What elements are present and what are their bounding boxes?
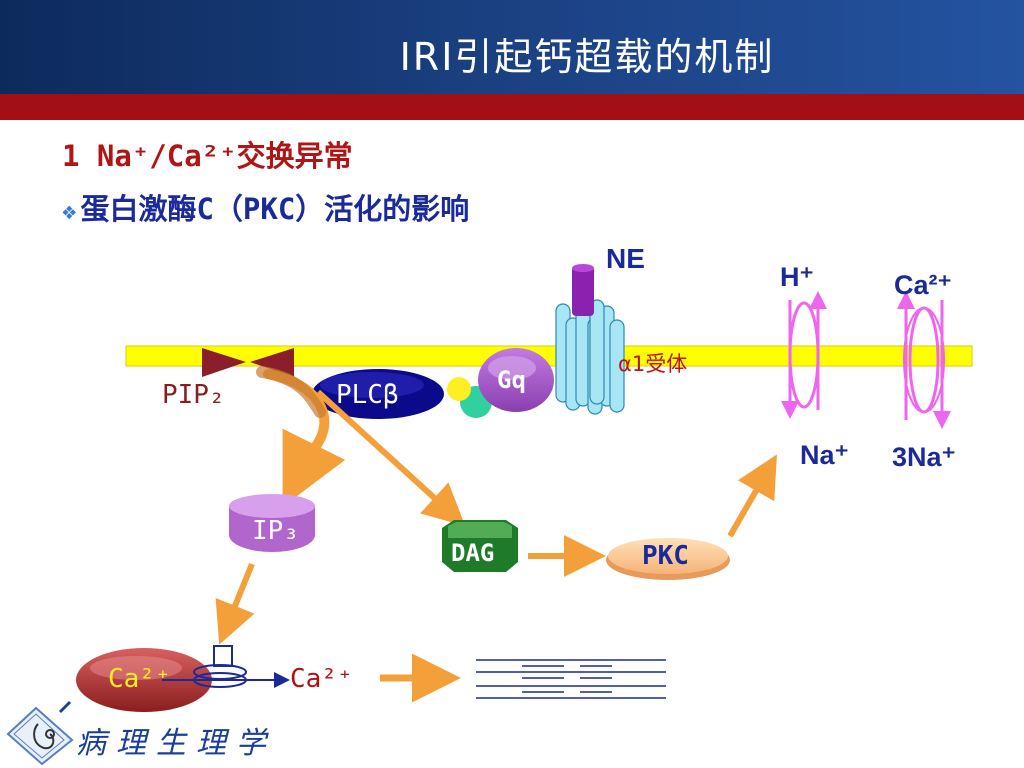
- plc-beta-enzyme: [312, 369, 444, 419]
- pip2-to-dag-arrow: [315, 389, 466, 527]
- h-ion-label: H⁺: [780, 262, 814, 292]
- na-ion-label: Na⁺: [800, 440, 849, 470]
- diamond-bullet-icon: ❖: [62, 197, 77, 225]
- receptor-label: α1受体: [618, 352, 688, 376]
- logo-text: 病理生理学: [76, 726, 276, 761]
- pkc-to-exchanger-arrow: [727, 454, 777, 538]
- ca-exchange-label: Ca²⁺: [894, 270, 952, 300]
- ne-label: NE: [606, 243, 645, 274]
- plc-label: PLCβ: [336, 380, 399, 410]
- alpha1-receptor: [555, 299, 625, 415]
- overload-lines: [476, 659, 666, 699]
- three-na-label: 3Na⁺: [892, 442, 956, 472]
- cell-membrane: [125, 345, 973, 367]
- section-heading: 1 Na⁺/Ca²⁺交换异常: [62, 139, 353, 173]
- slide-title: IRI引起钙超载的机制: [399, 35, 775, 79]
- ne-ligand: [572, 264, 594, 316]
- na-h-exchanger: [781, 291, 827, 419]
- ca-store-label: Ca²⁺: [108, 664, 171, 694]
- dag-label: DAG: [451, 539, 495, 567]
- bullet-text: 蛋白激酶C（PKC）活化的影响: [80, 192, 470, 226]
- red-band: http://www.pmph.com: [0, 94, 1024, 208]
- gq-label: Gq: [497, 366, 526, 394]
- bullet-item: ❖蛋白激酶C（PKC）活化的影响: [62, 186, 469, 228]
- ca-store-organelle: [76, 648, 212, 712]
- pkc-enzyme: [606, 538, 730, 580]
- ca-release-label: Ca²⁺: [290, 664, 353, 694]
- gq-protein: [478, 348, 554, 412]
- site-url: http://www.pmph.com: [820, 192, 966, 208]
- pip2-bowtie-icon: [202, 348, 294, 377]
- g-protein-beta: [447, 377, 471, 401]
- ip3-to-store-arrow: [215, 562, 255, 645]
- pkc-label: PKC: [642, 541, 689, 571]
- na-ca-exchanger: [897, 291, 951, 429]
- dag-messenger: [442, 520, 518, 572]
- ip3-messenger: [229, 494, 315, 552]
- pip2-label: PIP₂: [162, 380, 225, 410]
- ip3-label: IP₃: [252, 516, 299, 546]
- textbook-logo-icon: [6, 700, 74, 766]
- title-bar: IRI引起钙超载的机制: [0, 0, 1024, 94]
